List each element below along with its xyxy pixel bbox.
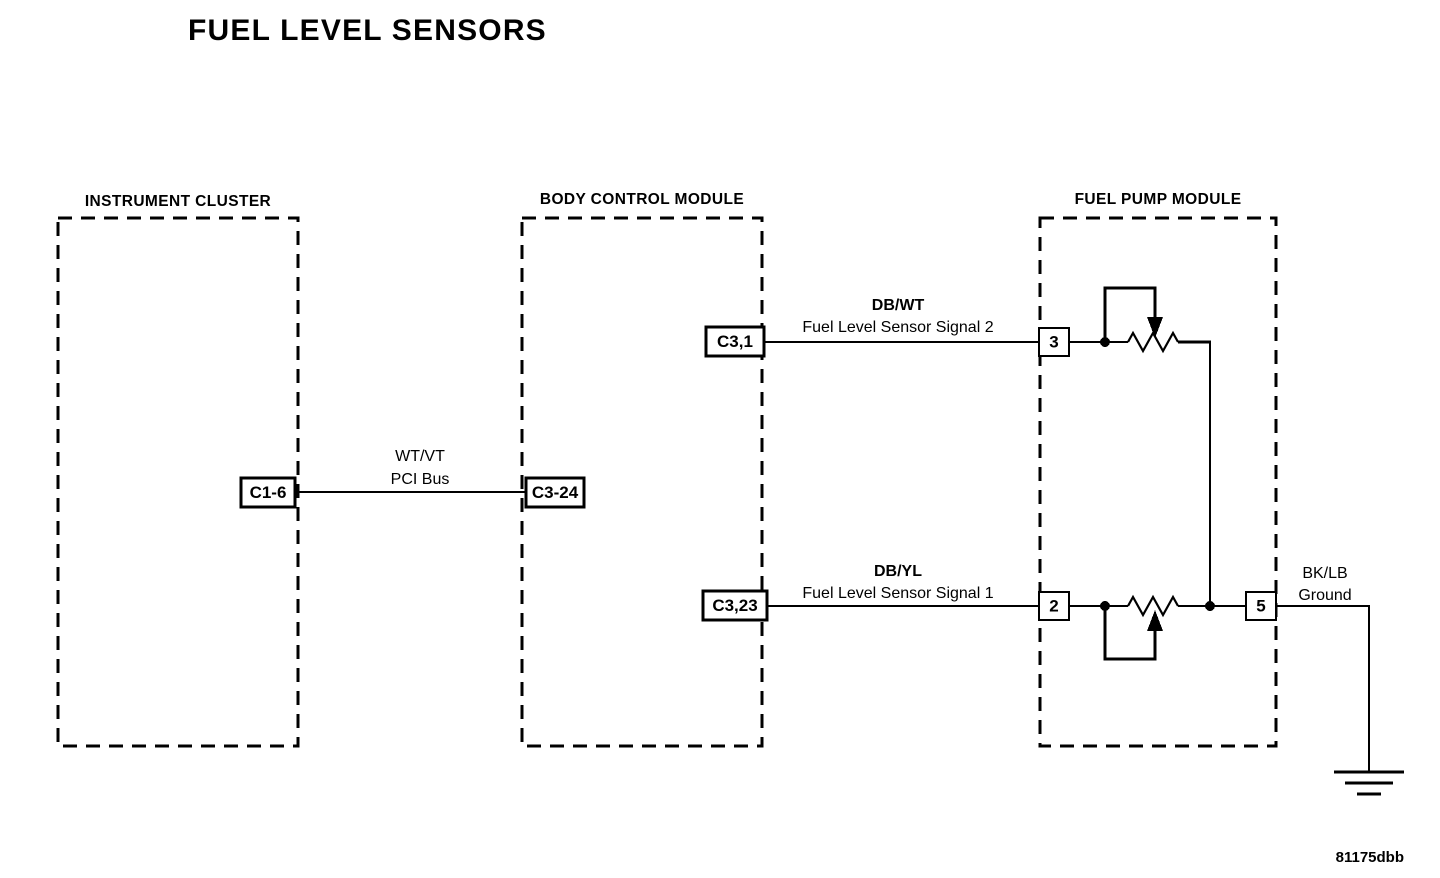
pin-label-2: 2 — [1049, 596, 1058, 615]
wiper-arrow-sensor-1 — [1147, 610, 1163, 631]
wiper-arrow-sensor-2 — [1147, 317, 1163, 338]
connector-c3-24[interactable]: C3-24 — [524, 476, 586, 509]
wire-circuit-name-pci-bus: PCI Bus — [391, 471, 450, 488]
wire-line-ground — [1276, 605, 1370, 772]
resistor-sensor-1 — [1127, 594, 1179, 618]
pin-label-3: 3 — [1049, 332, 1058, 351]
figure-code-watermark: 81175dbb — [1336, 849, 1404, 866]
wire-color-code-pci-bus: WT/VT — [395, 448, 445, 465]
connector-box-c3-1 — [704, 325, 766, 358]
wire-group-signal-1: DB/YL Fuel Level Sensor Signal 1 — [768, 563, 1040, 607]
wire-group-signal-2: DB/WT Fuel Level Sensor Signal 2 — [765, 297, 1040, 343]
pin-5[interactable]: 5 — [1244, 590, 1278, 622]
wiper-path-sensor-1 — [1103, 606, 1157, 661]
connector-label-c1-6: C1-6 — [250, 483, 287, 502]
connector-c1-6[interactable]: C1-6 — [239, 476, 297, 509]
module-box-instrument-cluster — [56, 216, 300, 748]
wire-color-code-signal-2: DB/WT — [872, 297, 925, 314]
fuel-level-sensor-2 — [1069, 286, 1211, 354]
connector-label-c3-1: C3,1 — [717, 332, 753, 351]
connector-c3-1[interactable]: C3,1 — [704, 325, 766, 358]
wiper-path-sensor-2 — [1103, 286, 1157, 342]
pin-3[interactable]: 3 — [1037, 326, 1071, 358]
chassis-ground-icon — [1334, 770, 1404, 796]
pin-2[interactable]: 2 — [1037, 590, 1071, 622]
connector-box-c3-23 — [701, 589, 769, 622]
junction-dot-ground-rail — [1205, 601, 1215, 611]
pin-label-5: 5 — [1256, 596, 1265, 615]
page-title: FUEL LEVEL SENSORS — [188, 14, 547, 47]
wire-circuit-name-signal-2: Fuel Level Sensor Signal 2 — [802, 319, 993, 336]
module-box-body-control-module — [520, 216, 764, 748]
wire-group-pci-bus: WT/VT PCI Bus — [295, 448, 527, 493]
module-title-fuel-pump-module: FUEL PUMP MODULE — [1075, 191, 1242, 208]
wire-circuit-name-signal-1: Fuel Level Sensor Signal 1 — [802, 585, 993, 602]
wire-color-code-signal-1: DB/YL — [874, 563, 922, 580]
connector-c3-23[interactable]: C3,23 — [701, 589, 769, 622]
wire-circuit-name-ground: Ground — [1298, 587, 1351, 604]
module-title-body-control-module: BODY CONTROL MODULE — [540, 191, 744, 208]
connector-label-c3-23: C3,23 — [712, 596, 757, 615]
resistor-sensor-2 — [1127, 330, 1179, 354]
wire-group-ground: BK/LB Ground — [1276, 565, 1370, 772]
connector-box-c1-6 — [239, 476, 297, 509]
connector-box-c3-24 — [524, 476, 586, 509]
module-box-fuel-pump-module — [1038, 216, 1278, 748]
module-title-instrument-cluster: INSTRUMENT CLUSTER — [85, 193, 271, 210]
wire-color-code-ground: BK/LB — [1302, 565, 1347, 582]
connector-label-c3-24: C3-24 — [532, 483, 579, 502]
fuel-level-sensor-1 — [1069, 594, 1246, 661]
